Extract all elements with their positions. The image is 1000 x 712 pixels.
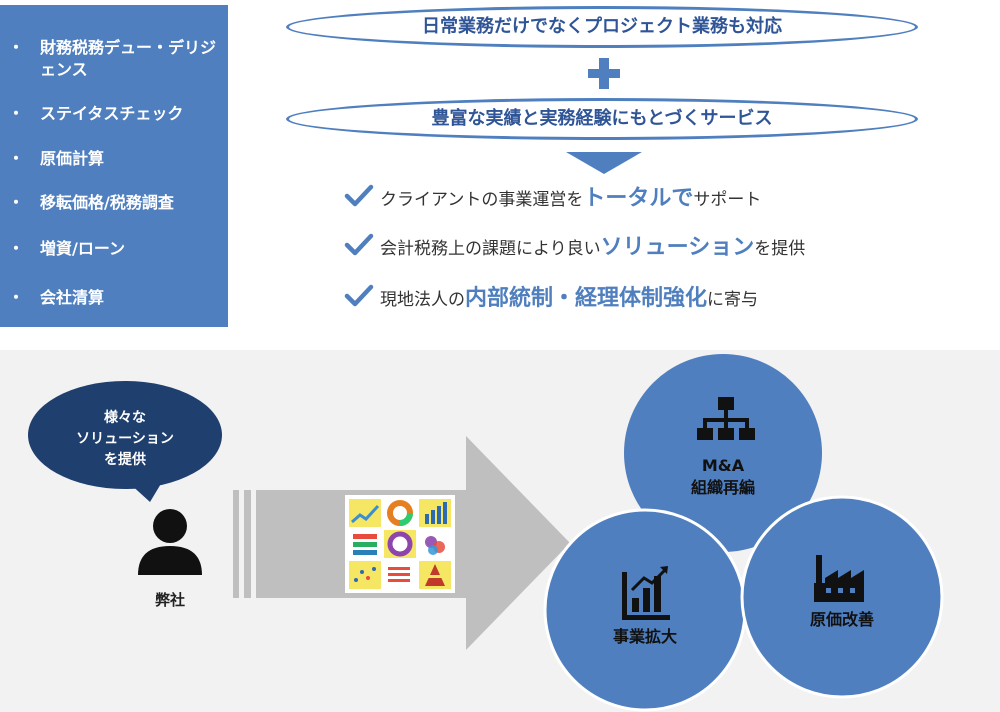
org-chart-icon — [697, 397, 755, 440]
person-icon — [138, 509, 202, 575]
circle-label-cost: 原価改善 — [809, 610, 874, 629]
services-panel: ・ 財務税務デュー・デリジェンス ・ ステイタスチェック ・ 原価計算 ・ 移転… — [0, 5, 228, 327]
circle-label-expansion: 事業拡大 — [612, 627, 677, 646]
factory-icon — [814, 555, 864, 602]
check-item: クライアントの事業運営をトータルでサポート — [344, 184, 761, 216]
banner-experience: 豊富な実績と実務経験にもとづくサービス — [286, 98, 918, 140]
speech-bubble-text: 様々な ソリューション を提供 — [76, 410, 174, 468]
diagram-graphics — [28, 354, 944, 712]
solutions-tiles-icon — [345, 495, 455, 593]
speech-bubble — [28, 381, 222, 489]
circle-label-ma: M&A 組織再編 — [690, 456, 755, 497]
banner-project-support: 日常業務だけでなくプロジェクト業務も対応 — [286, 6, 918, 48]
person-label: 弊社 — [154, 591, 185, 609]
check-item: 会計税務上の課題により良いソリューションを提供 — [344, 233, 805, 265]
circle-ma — [624, 354, 822, 552]
speech-bubble-tail — [128, 482, 162, 502]
checkmark-icon — [344, 284, 380, 316]
checkmark-icon — [344, 184, 380, 216]
plus-icon-vertical — [599, 58, 609, 89]
down-triangle-icon — [566, 152, 642, 174]
growth-chart-icon — [622, 566, 670, 620]
check-item: 現地法人の内部統制・経理体制強化に寄与 — [344, 284, 758, 316]
checkmark-icon — [344, 233, 380, 265]
